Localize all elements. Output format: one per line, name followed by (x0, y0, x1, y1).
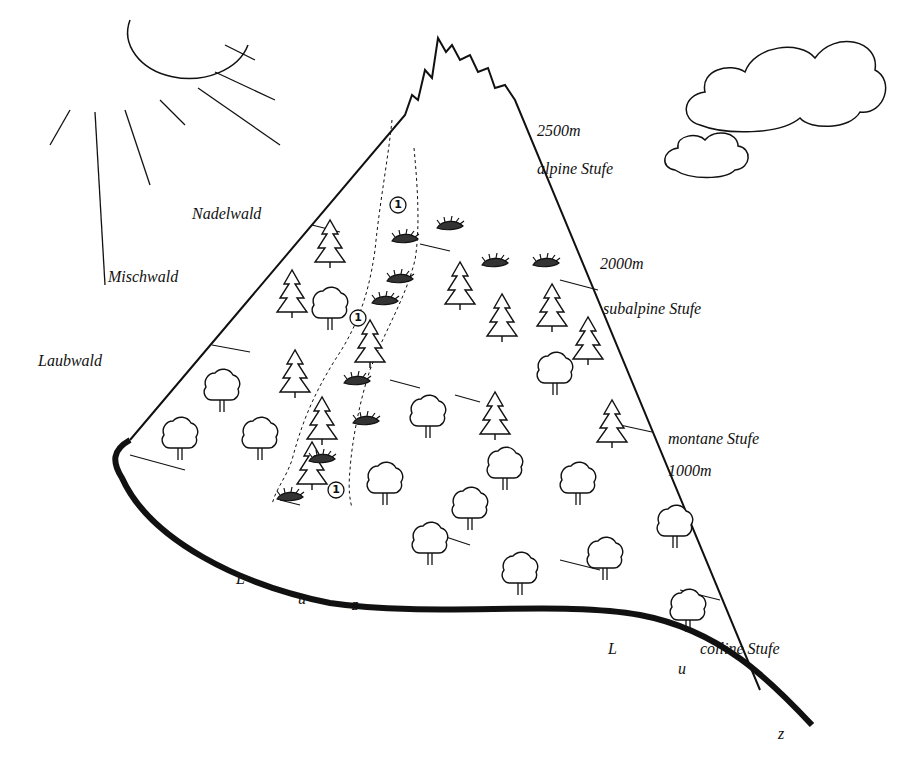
callout-number: 1 (332, 484, 340, 496)
callout-number: 1 (394, 199, 402, 211)
zone-label: 1000m (668, 462, 712, 480)
zone-label: u (678, 660, 686, 678)
zone-label: z (352, 596, 358, 614)
zone-label: u (298, 590, 306, 608)
zone-label: Nadelwald (192, 205, 261, 223)
zone-label: 2000m (600, 255, 644, 273)
zone-label: z (778, 725, 784, 743)
zone-label: alpine Stufe (537, 160, 613, 178)
zone-label: colline Stufe (700, 640, 780, 658)
zone-label: Laubwald (38, 352, 102, 370)
callout-number: 1 (354, 312, 362, 324)
zone-label: L (236, 570, 245, 588)
zone-label: 2500m (537, 122, 581, 140)
zone-label: subalpine Stufe (603, 300, 701, 318)
zone-label: Mischwald (108, 268, 178, 286)
zone-label: L (608, 640, 617, 658)
zone-label: montane Stufe (668, 430, 759, 448)
